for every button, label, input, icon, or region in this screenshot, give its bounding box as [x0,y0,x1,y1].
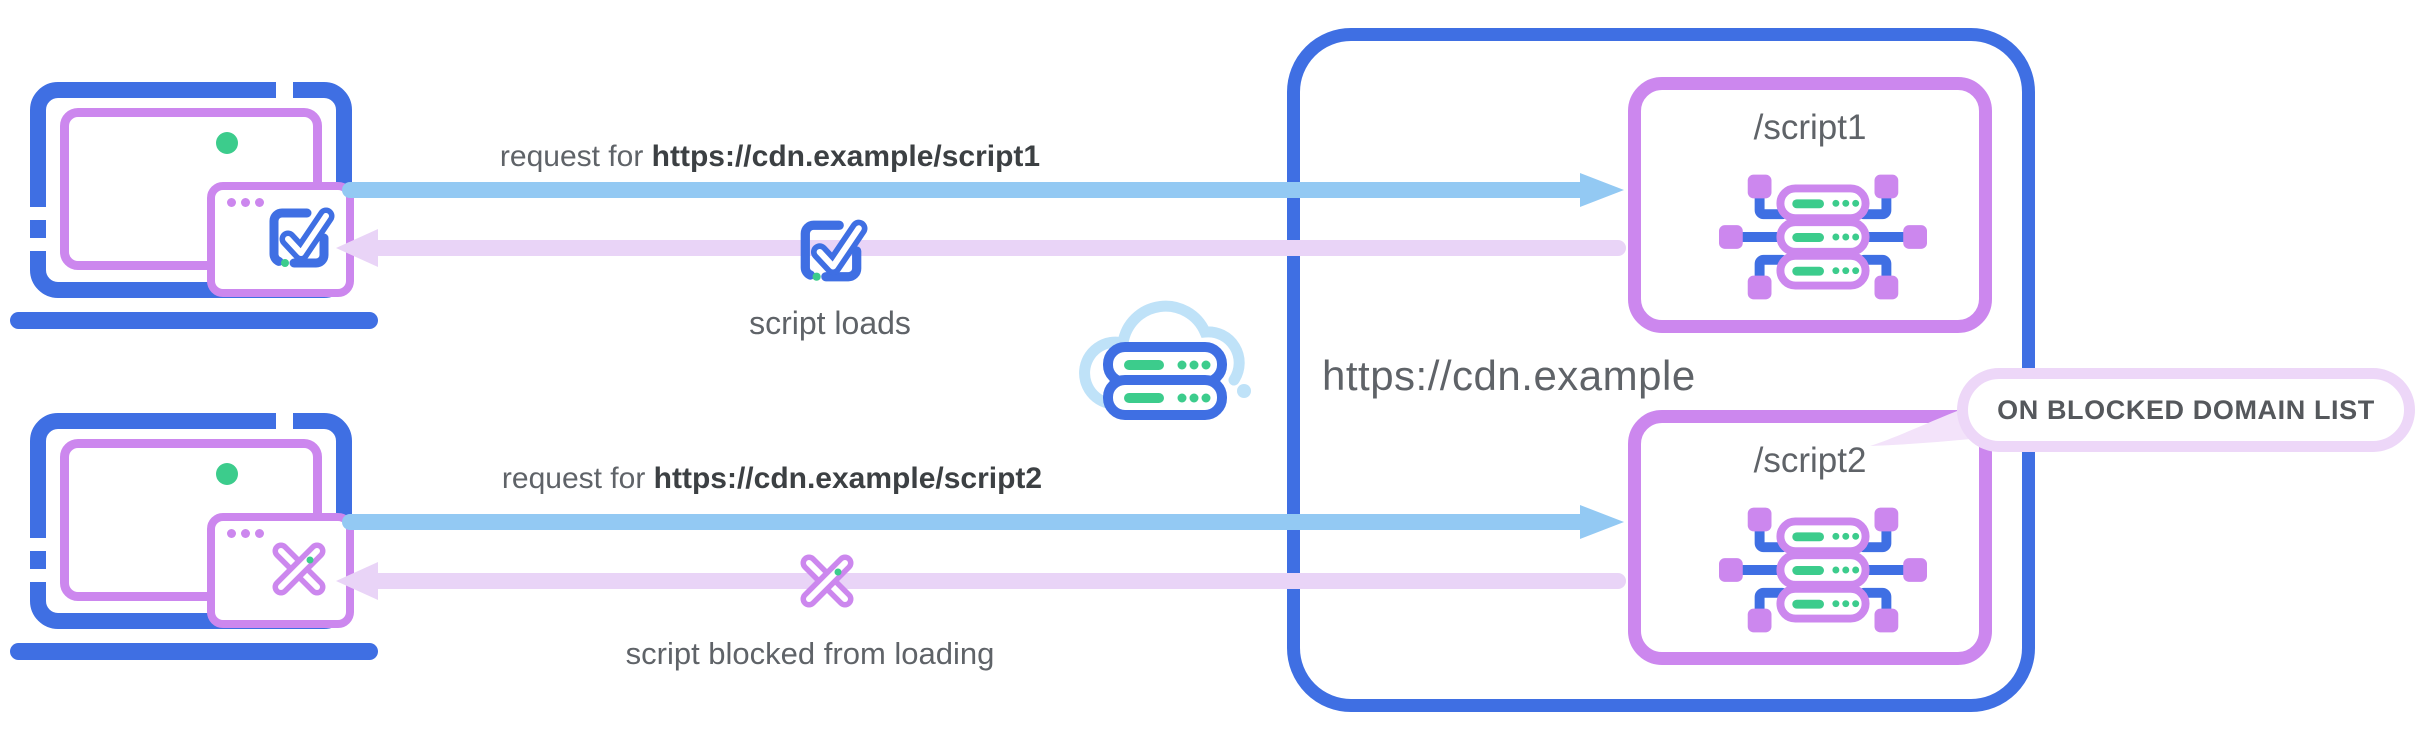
request-arrow-script2 [342,514,1580,530]
laptop-base [10,643,378,660]
laptop-screen [60,108,354,297]
laptop-border-gap [276,413,293,429]
request-arrowhead-icon [1580,173,1624,207]
response-arrowhead-icon [336,562,378,600]
request-prefix: request for [501,462,654,495]
check-square-icon [800,219,868,282]
window-controls-icon [227,529,264,538]
cdn-domain-label: https://cdn.example [1322,352,1696,399]
endpoint-path-label: /script2 [1753,441,1867,480]
laptop-base [10,312,378,329]
server-rows [1103,342,1227,420]
response-arrow-script2 [374,573,1626,589]
browser-window [207,513,354,628]
laptop-border-gap [30,207,46,220]
laptop-screen [60,439,354,628]
endpoint-box-script2: /script2 [1628,410,1992,665]
client-laptop-allowed [10,82,390,332]
server-cluster-icon [1719,174,1927,300]
laptop-border-gap [30,569,46,582]
response-arrow-script1 [374,240,1626,256]
request-label-script2: request for https://cdn.example/script2 [422,462,1122,496]
laptop-border-dot [32,220,45,233]
camera-dot-icon [216,463,238,485]
browser-window [207,182,354,297]
request-label-script1: request for https://cdn.example/script1 [420,140,1120,174]
check-square-icon [269,207,335,268]
laptop-border-dot [32,551,45,564]
response-arrowhead-icon [336,229,378,267]
result-label-script2: script blocked from loading [625,636,995,671]
request-url: https://cdn.example/script2 [653,462,1043,495]
result-label-script1: script loads [749,305,911,341]
cloud-server-icon [1079,300,1251,420]
laptop-border-gap [30,538,46,551]
blocked-cross-icon [800,554,854,608]
client-laptop-blocked [10,413,390,663]
request-prefix: request for [499,140,652,173]
server-cluster-icon [1719,507,1927,633]
request-url: https://cdn.example/script1 [651,140,1041,173]
blocked-domain-callout: ON BLOCKED DOMAIN LIST [1957,368,2415,452]
request-arrowhead-icon [1580,505,1624,539]
endpoint-box-script1: /script1 [1628,77,1992,333]
camera-dot-icon [216,132,238,154]
blocked-cross-icon [272,542,326,596]
endpoint-path-label: /script1 [1753,108,1867,147]
request-arrow-script1 [342,182,1580,198]
callout-text: ON BLOCKED DOMAIN LIST [1997,394,2375,425]
laptop-border-gap [276,82,293,98]
window-controls-icon [227,198,264,207]
laptop-border-gap [30,238,46,251]
